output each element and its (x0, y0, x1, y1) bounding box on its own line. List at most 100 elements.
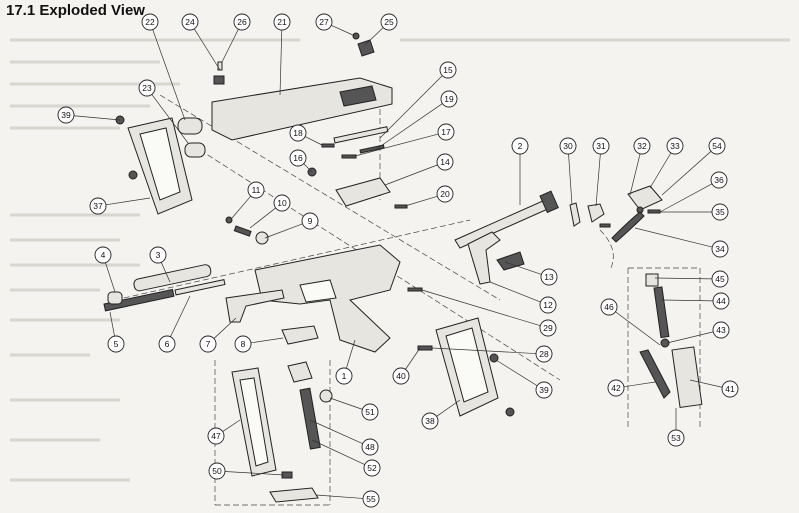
callout-label: 25 (384, 17, 394, 27)
callout-leader-line (661, 299, 714, 302)
callout-leader-line (436, 399, 461, 417)
callout-leader-line (105, 197, 151, 206)
guide-rod (174, 279, 226, 296)
callout-42: 42 (607, 379, 656, 397)
callout-circle (633, 137, 651, 155)
callout-leader-line (346, 339, 356, 369)
callout-circle (380, 13, 398, 31)
callout-circle (711, 203, 729, 221)
callout-circle (273, 194, 291, 212)
callout-circle (362, 490, 380, 508)
callout-leader-line (384, 164, 438, 186)
callout-label: 3 (156, 250, 161, 260)
callout-circle (335, 367, 353, 385)
callout-2: 2 (511, 137, 529, 205)
callout-39b: 39 (495, 359, 553, 399)
mainspring-cap (645, 273, 659, 287)
callout-circle (710, 171, 728, 189)
callout-label: 4 (101, 250, 106, 260)
safety-part (569, 202, 581, 227)
callout-leader-line (221, 28, 239, 63)
callout-circle (289, 124, 307, 142)
callout-circle (667, 429, 685, 447)
callout-label: 22 (145, 17, 155, 27)
callout-leader-line (193, 28, 221, 71)
callout-circle (233, 13, 251, 31)
callout-23: 23 (138, 79, 189, 144)
callout-label: 14 (440, 157, 450, 167)
callout-label: 41 (725, 384, 735, 394)
magazine-follower (287, 361, 313, 383)
recoil-spring (103, 288, 175, 312)
callout-label: 30 (563, 141, 573, 151)
breech-block (335, 177, 391, 207)
callout-leader-line (309, 419, 363, 445)
callout-leader-line (431, 347, 537, 354)
callout-46: 46 (600, 298, 661, 346)
pin (647, 209, 661, 214)
rear-sight-screw (352, 32, 360, 40)
callout-9: 9 (264, 212, 319, 239)
callout-label: 31 (596, 141, 606, 151)
callout-35: 35 (660, 203, 729, 221)
callout-label: 7 (206, 339, 211, 349)
callout-circle (94, 246, 112, 264)
callout-label: 34 (715, 244, 725, 254)
trigger (225, 289, 285, 323)
grip-screw (505, 407, 515, 417)
callout-51: 51 (329, 397, 379, 421)
callout-label: 53 (671, 433, 681, 443)
callout-43: 43 (666, 321, 730, 344)
magazine-base-plate (269, 487, 319, 503)
pin (407, 287, 423, 292)
callout-label: 37 (93, 201, 103, 211)
grip-screw (128, 170, 138, 180)
callout-1: 1 (335, 339, 356, 385)
callout-circle (711, 240, 729, 258)
callout-33: 33 (649, 137, 684, 189)
mainspring (653, 286, 670, 339)
magazine-catch (281, 325, 319, 345)
callout-label: 36 (714, 175, 724, 185)
callout-17: 17 (354, 123, 455, 157)
callout-circle (535, 345, 553, 363)
callout-leader-line (264, 223, 303, 239)
callout-label: 12 (543, 300, 553, 310)
callout-circle (421, 412, 439, 430)
magazine-spring (299, 387, 321, 450)
callout-circle (89, 197, 107, 215)
callout-circle (539, 296, 557, 314)
callout-circle (301, 212, 319, 230)
callout-circle (712, 292, 730, 310)
callout-circle (392, 367, 410, 385)
callout-28: 28 (431, 345, 553, 363)
callout-label: 5 (114, 339, 119, 349)
callout-label: 42 (611, 383, 621, 393)
callout-circle (273, 13, 291, 31)
callout-22: 22 (141, 13, 186, 121)
callout-29: 29 (421, 289, 557, 337)
callout-leader-line (170, 295, 191, 337)
recoil-plug (107, 291, 123, 305)
magazine-button (319, 389, 333, 403)
hammer-strut (255, 231, 269, 245)
callout-leader-line (73, 115, 121, 121)
callout-31: 31 (592, 137, 610, 207)
firing-pin-spring (341, 154, 357, 159)
callout-circle (247, 181, 265, 199)
callout-label: 6 (165, 339, 170, 349)
callout-leader-line (634, 227, 713, 248)
callout-label: 11 (252, 185, 261, 195)
callout-8: 8 (234, 335, 284, 353)
callout-leader-line (222, 419, 241, 432)
callout-circle (181, 13, 199, 31)
callout-16: 16 (289, 149, 313, 173)
callout-label: 8 (241, 339, 246, 349)
callout-label: 20 (440, 189, 450, 199)
callout-circle (107, 335, 125, 353)
callout-label: 39 (61, 110, 71, 120)
callout-34: 34 (634, 227, 729, 258)
safety-lever (587, 203, 605, 223)
callout-leader-line (623, 381, 656, 388)
